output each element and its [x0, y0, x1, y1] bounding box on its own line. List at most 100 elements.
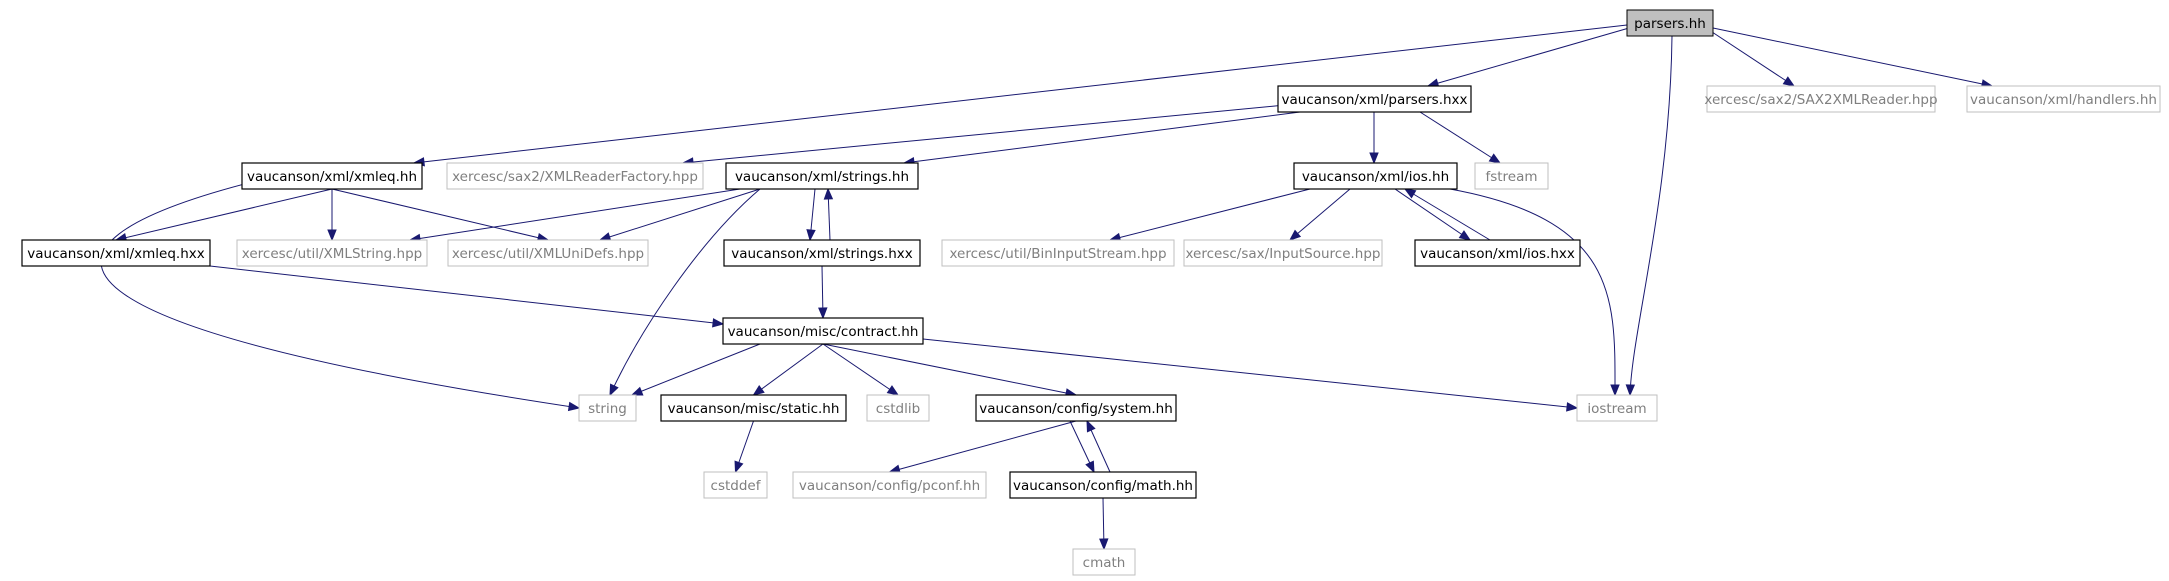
- edge-line: [409, 188, 741, 241]
- edge-line: [1449, 188, 1616, 396]
- node-box: [1576, 394, 1658, 422]
- arrowhead: [1625, 384, 1636, 397]
- node-iostream: iostream: [1576, 394, 1658, 422]
- edge-parsers-hxx-to-xmlreaderfactory: [681, 104, 1286, 167]
- node-box: [21, 239, 211, 267]
- arrowhead: [752, 384, 765, 396]
- node-inputsource: xercesc/sax/InputSource.hpp: [1183, 239, 1383, 267]
- arrowhead: [1085, 460, 1095, 474]
- node-box: [866, 394, 930, 422]
- edge-line: [1109, 188, 1311, 241]
- edge-line: [1427, 27, 1630, 87]
- edge-line: [1705, 27, 1795, 87]
- node-label: fstream: [1485, 169, 1537, 185]
- node-label: cstddef: [711, 478, 762, 494]
- node-parsers-hh[interactable]: parsers.hh: [1626, 9, 1714, 37]
- node-label: vaucanson/xml/strings.hxx: [731, 246, 913, 262]
- edge-parsers-hh-to-parsers-hxx: [1426, 27, 1630, 88]
- edge-contract-hh-to-static-hh: [752, 343, 824, 396]
- arrowhead: [818, 307, 828, 320]
- node-ios-hh[interactable]: vaucanson/xml/ios.hh: [1293, 162, 1458, 190]
- node-label: vaucanson/xml/handlers.hh: [1970, 92, 2157, 108]
- edge-line: [889, 420, 1077, 473]
- arrowhead: [630, 386, 644, 396]
- node-box: [975, 394, 1177, 422]
- edge-parsers-hxx-to-strings-hh: [902, 111, 1301, 167]
- node-sax2xmlreader: xercesc/sax2/SAX2XMLReader.hpp: [1704, 85, 1938, 113]
- node-ios-hxx[interactable]: vaucanson/xml/ios.hxx: [1414, 239, 1581, 267]
- arrowhead: [1458, 230, 1472, 241]
- edge-line: [1289, 188, 1351, 241]
- node-label: xercesc/sax2/XMLReaderFactory.hpp: [452, 169, 698, 185]
- edge-strings-hh-to-strings-hxx: [806, 188, 816, 242]
- node-box: [703, 471, 768, 499]
- node-strings-hxx[interactable]: vaucanson/xml/strings.hxx: [723, 239, 921, 267]
- node-xmleq-hh[interactable]: vaucanson/xml/xmleq.hh: [241, 162, 423, 190]
- node-xmleq-hxx[interactable]: vaucanson/xml/xmleq.hxx: [21, 239, 211, 267]
- node-fstream: fstream: [1474, 162, 1549, 190]
- node-box: [1474, 162, 1549, 190]
- node-cmath: cmath: [1072, 548, 1136, 576]
- node-box: [723, 239, 921, 267]
- edge-static-hh-to-cstddef: [734, 420, 754, 474]
- node-label: cmath: [1083, 555, 1126, 571]
- edge-line: [753, 343, 824, 396]
- node-box: [447, 239, 649, 267]
- edge-xmleq-hxx-to-contract-hh: [209, 265, 725, 328]
- node-box: [660, 394, 847, 422]
- node-box: [722, 317, 924, 345]
- node-label: vaucanson/xml/xmleq.hxx: [27, 246, 205, 262]
- arrowhead: [1369, 152, 1379, 165]
- node-contract-hh[interactable]: vaucanson/misc/contract.hh: [722, 317, 924, 345]
- node-label: iostream: [1587, 401, 1646, 417]
- edge-system-hh-to-pconf-hh: [888, 420, 1077, 474]
- arrowhead: [1099, 538, 1109, 551]
- edge-xmleq-hh-to-string: [100, 179, 581, 412]
- edge-parsers-hh-to-iostream: [1625, 35, 1673, 397]
- node-parsers-hxx[interactable]: vaucanson/xml/parsers.hxx: [1277, 85, 1472, 113]
- node-pconf-hh: vaucanson/config/pconf.hh: [792, 471, 987, 499]
- edge-line: [1419, 111, 1501, 164]
- node-label: parsers.hh: [1634, 16, 1706, 32]
- node-xmlstring: xercesc/util/XMLString.hpp: [236, 239, 428, 267]
- node-handlers-hh: vaucanson/xml/handlers.hh: [1966, 85, 2161, 113]
- arrowhead: [734, 460, 744, 474]
- node-string: string: [578, 394, 637, 422]
- edge-ios-hh-to-iostream: [1449, 188, 1620, 397]
- edge-strings-hh-to-xmlunidefs: [598, 188, 761, 242]
- node-label: vaucanson/config/math.hh: [1013, 478, 1193, 494]
- node-box: [241, 162, 423, 190]
- node-math-hh[interactable]: vaucanson/config/math.hh: [1009, 471, 1197, 499]
- node-label: vaucanson/misc/contract.hh: [728, 324, 919, 340]
- edge-line: [100, 179, 580, 409]
- arrowhead: [806, 229, 816, 242]
- node-strings-hh[interactable]: vaucanson/xml/strings.hh: [725, 162, 919, 190]
- node-box: [1626, 9, 1714, 37]
- node-box: [1293, 162, 1458, 190]
- node-box: [725, 162, 919, 190]
- node-box: [1277, 85, 1472, 113]
- edge-line: [682, 104, 1286, 164]
- node-box: [1706, 85, 1936, 113]
- edge-line: [1404, 188, 1491, 241]
- edge-ios-hxx-to-ios-hh: [1403, 188, 1491, 241]
- edge-line: [209, 265, 724, 325]
- node-xmlreaderfactory: xercesc/sax2/XMLReaderFactory.hpp: [446, 162, 704, 190]
- arrowhead: [1566, 402, 1579, 412]
- arrowhead: [1403, 188, 1417, 199]
- node-xmlunidefs: xercesc/util/XMLUniDefs.hpp: [447, 239, 649, 267]
- edge-line: [609, 188, 761, 396]
- node-label: xercesc/sax/InputSource.hpp: [1185, 246, 1380, 262]
- edge-xmleq-hh-to-xmlunidefs: [331, 188, 550, 243]
- node-label: vaucanson/config/system.hh: [979, 401, 1173, 417]
- edge-line: [1629, 35, 1673, 396]
- edge-line: [331, 188, 549, 241]
- node-static-hh[interactable]: vaucanson/misc/static.hh: [660, 394, 847, 422]
- arrowhead: [1488, 153, 1502, 164]
- edge-line: [822, 343, 899, 396]
- node-box: [1183, 239, 1383, 267]
- edge-line: [1712, 27, 1993, 87]
- node-system-hh[interactable]: vaucanson/config/system.hh: [975, 394, 1177, 422]
- edge-ios-hh-to-inputsource: [1288, 188, 1351, 241]
